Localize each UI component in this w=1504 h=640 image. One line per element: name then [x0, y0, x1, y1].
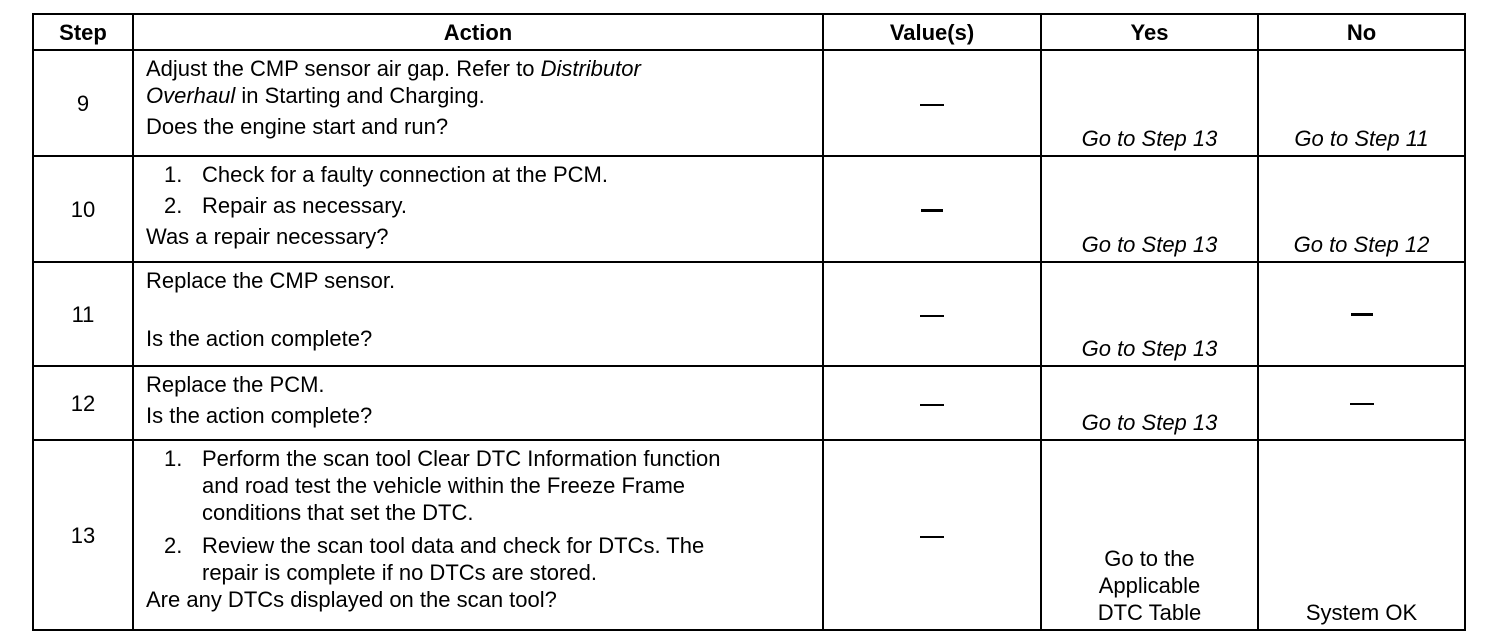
value-cell: —	[822, 155, 1042, 263]
header-action: Action	[132, 13, 824, 51]
list-item: 2. Review the scan tool data and check f…	[164, 533, 705, 585]
list-item: 1.Check for a faulty connection at the P…	[164, 162, 608, 187]
table-row-step-11: 11 Replace the CMP sensor. Is the action…	[32, 261, 1466, 367]
header-no: No	[1257, 13, 1466, 51]
header-step: Step	[32, 13, 134, 51]
step-number: 12	[32, 365, 134, 441]
header-yes: Yes	[1040, 13, 1259, 51]
action-cell: Adjust the CMP sensor air gap. Refer to …	[132, 49, 824, 157]
action-cell: 1. Perform the scan tool Clear DTC Infor…	[132, 439, 824, 631]
action-question: Is the action complete?	[146, 403, 373, 428]
list-item: 2.Repair as necessary.	[164, 193, 408, 218]
no-cell: —	[1257, 261, 1466, 367]
dash-value: —	[1350, 313, 1373, 317]
action-question: Was a repair necessary?	[146, 224, 389, 249]
dash-value: —	[920, 103, 944, 106]
value-cell: —	[822, 49, 1042, 157]
action-question: Is the action complete?	[146, 326, 373, 351]
step-number: 11	[32, 261, 134, 367]
no-link[interactable]: Go to Step 11	[1257, 49, 1466, 157]
table-row-step-13: 13 1. Perform the scan tool Clear DTC In…	[32, 439, 1466, 631]
yes-link[interactable]: Go to Step 13	[1040, 155, 1259, 263]
dash-value: —	[920, 403, 944, 406]
action-line: Adjust the CMP sensor air gap. Refer to …	[146, 56, 641, 81]
yes-link[interactable]: Go to Step 13	[1040, 365, 1259, 441]
yes-link[interactable]: Go to Step 13	[1040, 261, 1259, 367]
action-line: Replace the PCM.	[146, 372, 325, 397]
dash-value: —	[920, 535, 944, 538]
action-line: Overhaul in Starting and Charging.	[146, 83, 485, 108]
value-cell: —	[822, 439, 1042, 631]
table-row-step-9: 9 Adjust the CMP sensor air gap. Refer t…	[32, 49, 1466, 157]
action-line: Replace the CMP sensor.	[146, 268, 396, 293]
action-question: Does the engine start and run?	[146, 114, 449, 139]
no-link[interactable]: Go to Step 12	[1257, 155, 1466, 263]
action-question: Are any DTCs displayed on the scan tool?	[146, 587, 557, 612]
no-cell: —	[1257, 365, 1466, 441]
yes-link[interactable]: Go to Step 13	[1040, 49, 1259, 157]
action-list: 1.Check for a faulty connection at the P…	[146, 161, 812, 219]
diagnostic-table: Step Action Value(s) Yes No 9 Adjust the…	[32, 13, 1466, 631]
action-cell: 1.Check for a faulty connection at the P…	[132, 155, 824, 263]
no-result: System OK	[1257, 439, 1466, 631]
dash-value: —	[1349, 402, 1374, 405]
value-cell: —	[822, 365, 1042, 441]
header-values: Value(s)	[822, 13, 1042, 51]
dash-value: —	[921, 209, 943, 213]
table-header-row: Step Action Value(s) Yes No	[32, 13, 1466, 51]
action-cell: Replace the CMP sensor. Is the action co…	[132, 261, 824, 367]
value-cell: —	[822, 261, 1042, 367]
yes-link[interactable]: Go to the Applicable DTC Table	[1040, 439, 1259, 631]
action-cell: Replace the PCM. Is the action complete?	[132, 365, 824, 441]
table-row-step-12: 12 Replace the PCM. Is the action comple…	[32, 365, 1466, 441]
step-number: 10	[32, 155, 134, 263]
action-list: 1. Perform the scan tool Clear DTC Infor…	[146, 445, 812, 586]
table-row-step-10: 10 1.Check for a faulty connection at th…	[32, 155, 1466, 263]
step-number: 13	[32, 439, 134, 631]
list-item: 1. Perform the scan tool Clear DTC Infor…	[164, 446, 721, 525]
dash-value: —	[920, 314, 944, 317]
step-number: 9	[32, 49, 134, 157]
